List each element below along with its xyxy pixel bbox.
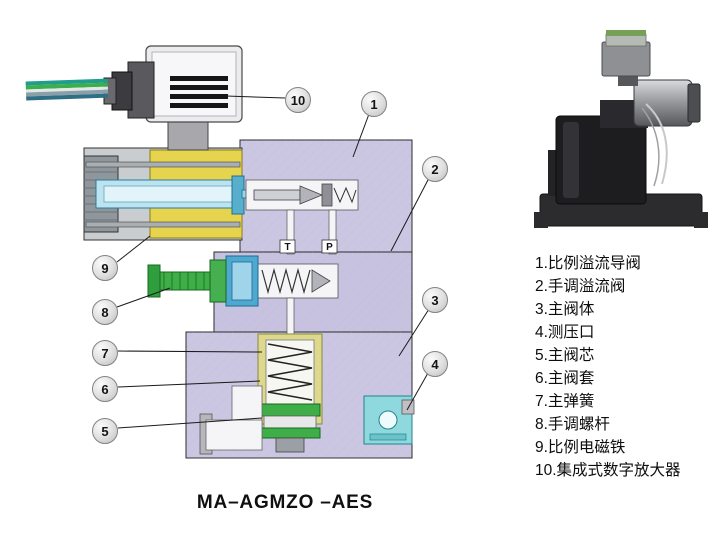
proportional-solenoid [83,147,265,241]
leader-lines [116,95,430,429]
pilot-valve-body-1 [239,139,413,253]
cable [25,78,109,101]
digital-amplifier [145,45,243,151]
legend-item-5: 5.主阀芯 [535,347,595,364]
port-label-p: P [326,242,333,253]
legend-item-4: 4.测压口 [535,324,595,341]
legend-item-7: 7.主弹簧 [535,393,595,410]
parts-legend: 1.比例溢流导阀 2.手调溢流阀 3.主阀体 4.测压口 5.主阀芯 6.主阀套… [535,252,681,482]
callout-1: 1 [361,91,387,117]
legend-item-2: 2.手调溢流阀 [535,278,626,295]
main-stage-internals [257,333,323,453]
legend-item-3: 3.主阀体 [535,301,595,318]
legend-item-10: 10.集成式数字放大器 [535,462,681,479]
callout-8: 8 [92,299,118,325]
callout-10: 10 [285,87,311,113]
legend-item-8: 8.手调螺杆 [535,416,610,433]
port-label-t: T [284,242,290,253]
callout-7: 7 [92,340,118,366]
legend-item-9: 9.比例电磁铁 [535,439,626,456]
cable-connector [103,61,155,119]
callout-5: 5 [92,418,118,444]
callout-4: 4 [422,351,448,377]
callout-3: 3 [422,287,448,313]
callout-6: 6 [92,376,118,402]
port-labels: T P [279,239,338,254]
legend-item-1: 1.比例溢流导阀 [535,255,641,272]
model-title: MA–AGMZO –AES [196,492,374,513]
product-photo [534,30,708,228]
gauge-port-block [363,395,415,445]
callout-2: 2 [422,156,448,182]
callout-9: 9 [92,255,118,281]
legend-item-6: 6.主阀套 [535,370,595,387]
manual-relief-internals [147,255,339,335]
pilot-stage-internals [245,179,359,255]
